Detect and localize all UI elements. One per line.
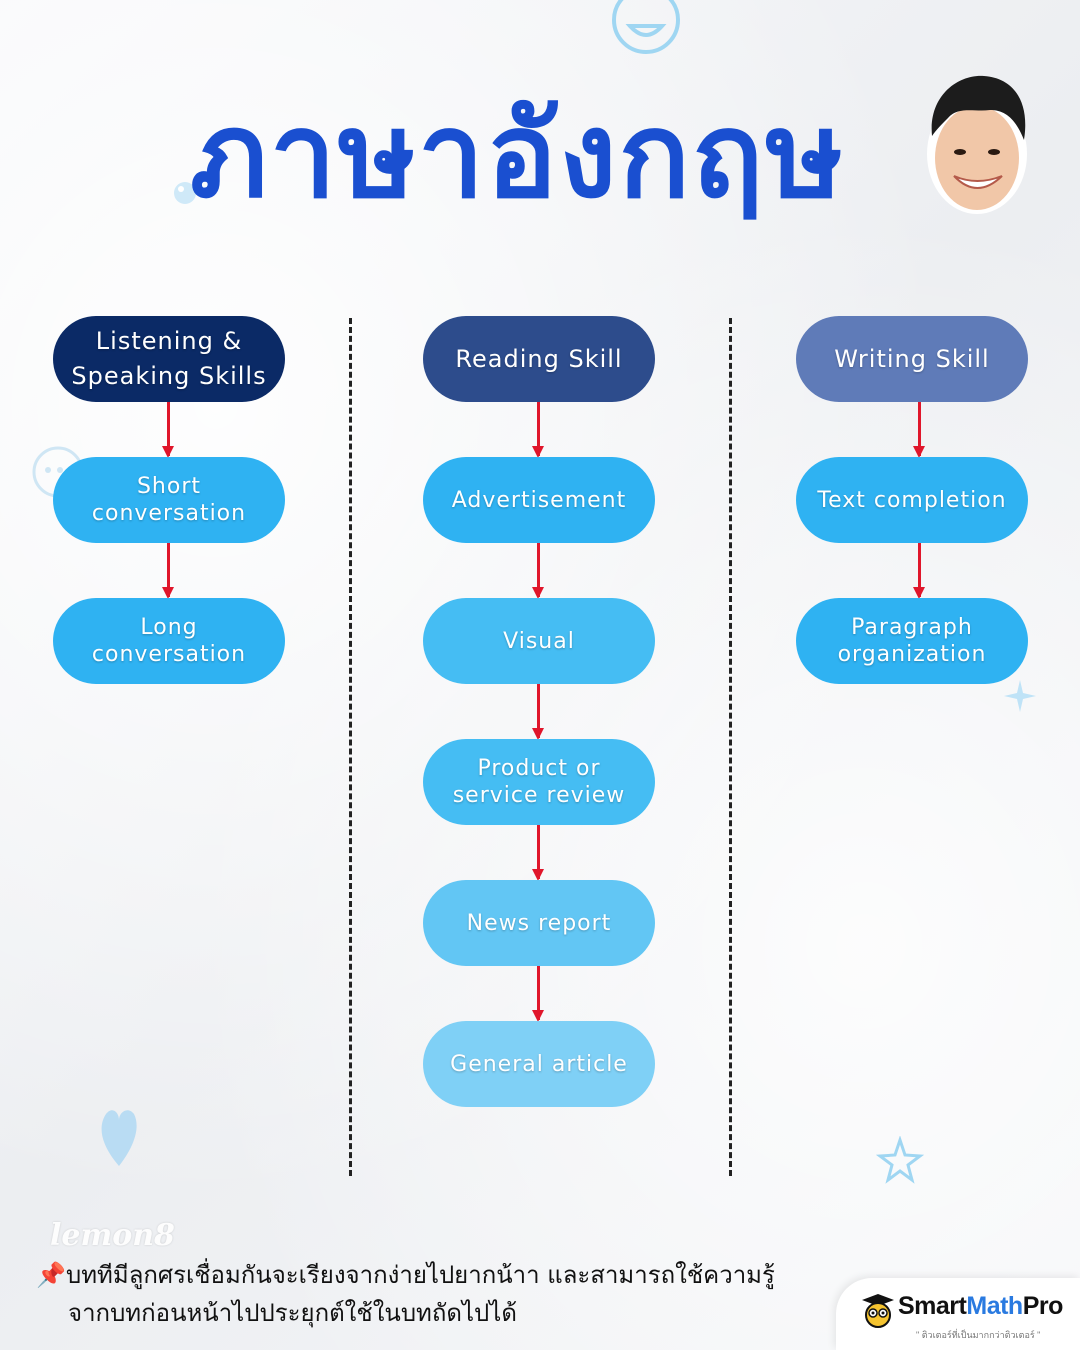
general-article-label: General article [450, 1051, 628, 1077]
arrow [532, 966, 544, 1022]
text-completion-node: Text completion [796, 457, 1028, 543]
sparkle-doodle-icon [1004, 680, 1036, 712]
logo-tagline: " ติวเตอร์ที่เป็นมากกว่าติวเตอร์ " [916, 1330, 1041, 1340]
arrow [532, 543, 544, 599]
writing-skill-header-label: Writing Skill [834, 344, 990, 373]
reading-skill-header-label: Reading Skill [455, 344, 623, 373]
listening-speaking-header-label: Listening & Speaking Skills [71, 327, 267, 390]
arrow [162, 543, 174, 599]
long-conversation-node: Long conversation [53, 598, 285, 684]
column-divider-left [349, 318, 352, 1176]
reading-skill-header: Reading Skill [423, 316, 655, 402]
paragraph-organization-node: Paragraph organization [796, 598, 1028, 684]
visual-label: Visual [503, 628, 575, 654]
pushpin-icon: 📌 [36, 1261, 66, 1289]
product-review-node: Product or service review [423, 739, 655, 825]
column-divider-right [729, 318, 732, 1176]
text-completion-label: Text completion [817, 487, 1007, 513]
long-conversation-label: Long conversation [91, 615, 247, 667]
arrow [532, 825, 544, 881]
arrow [913, 402, 925, 458]
news-report-node: News report [423, 880, 655, 966]
tutor-avatar [927, 75, 1027, 214]
heart-doodle-icon [101, 1110, 137, 1166]
arrow [532, 402, 544, 458]
short-conversation-label: Short conversation [91, 474, 247, 526]
footer-note-line1: บททีมีลูกศรเชื่อมกันจะเรียงจากง่ายไปยากน… [66, 1261, 775, 1289]
writing-skill-header: Writing Skill [796, 316, 1028, 402]
advertisement-label: Advertisement [451, 487, 627, 513]
footer-note-line2: จากบทก่อนหน้าไปประยุกต์ใช้ในบทถัดไปได้ [68, 1299, 517, 1327]
footer-note: 📌บททีมีลูกศรเชื่อมกันจะเรียงจากง่ายไปยาก… [36, 1256, 836, 1332]
news-report-label: News report [466, 910, 612, 936]
paragraph-organization-label: Paragraph organization [837, 615, 987, 667]
advertisement-node: Advertisement [423, 457, 655, 543]
logo-part-pro: Pro [1022, 1292, 1064, 1320]
arrow [532, 684, 544, 740]
arrow [913, 543, 925, 599]
short-conversation-node: Short conversation [53, 457, 285, 543]
bubble-doodle-icon [174, 182, 196, 204]
visual-node: Visual [423, 598, 655, 684]
product-review-label: Product or service review [452, 756, 626, 808]
smartmathpro-logo: SmartMathPro " ติวเตอร์ที่เป็นมากกว่าติว… [836, 1278, 1080, 1350]
general-article-node: General article [423, 1021, 655, 1107]
star-doodle-icon [876, 1136, 924, 1184]
listening-speaking-header: Listening & Speaking Skills [53, 316, 285, 402]
lemon8-watermark: lemon8 [50, 1218, 175, 1253]
logo-part-smart: Smart [898, 1292, 967, 1320]
logo-wordmark: SmartMathPro [898, 1292, 1063, 1321]
smiley-doodle-icon [612, 0, 680, 54]
page-title: ภาษาอังกฤษ [190, 86, 846, 224]
logo-part-math: Math [966, 1292, 1023, 1320]
graduation-owl-icon [862, 1294, 894, 1328]
arrow [162, 402, 174, 458]
